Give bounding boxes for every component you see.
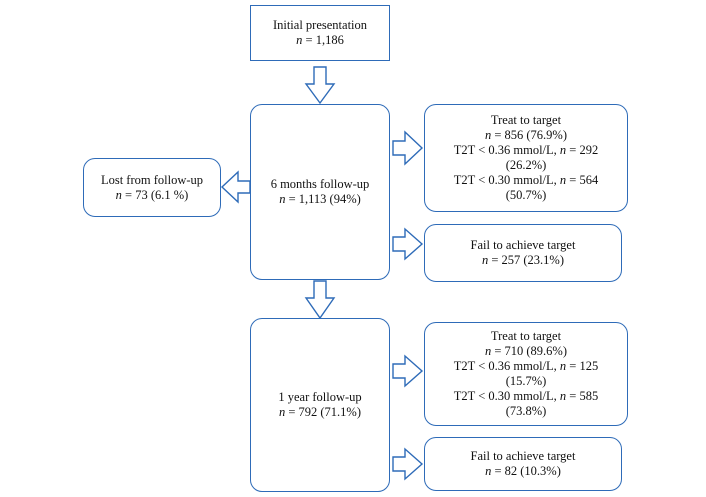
node-lost-from-follow-up: Lost from follow-up n = 73 (6.1 %) [83, 158, 221, 217]
arrow-6m-to-fail [392, 227, 424, 261]
n-value: = 856 (76.9%) [491, 128, 568, 142]
arrow-initial-to-6m [304, 66, 336, 105]
arrow-6m-to-t2t [392, 130, 424, 166]
t2t-030-count: = 585 [566, 389, 599, 403]
n-symbol: n [278, 405, 286, 419]
n-value: = 82 (10.3%) [491, 464, 561, 478]
n-value: = 73 (6.1 %) [121, 187, 189, 202]
n-symbol: n [279, 192, 286, 206]
t2t-030-percent: (50.7%) [505, 188, 547, 202]
node-title: Lost from follow-up [100, 172, 204, 187]
node-title: Fail to achieve target [470, 449, 576, 463]
t2t-036-count: = 125 [566, 359, 599, 373]
t2t-036-count: = 292 [566, 143, 599, 157]
arrow-6m-to-1y [304, 280, 336, 320]
arrow-1y-to-t2t [392, 354, 424, 388]
n-value: = 1,113 (94%) [285, 192, 361, 206]
n-value: = 257 (23.1%) [488, 253, 565, 267]
n-symbol: n [559, 389, 567, 403]
t2t-036-percent: (26.2%) [505, 158, 547, 172]
node-treat-to-target-6m: Treat to target n = 856 (76.9%) T2T < 0.… [424, 104, 628, 212]
node-fail-to-achieve-target-1y: Fail to achieve target n = 82 (10.3%) [424, 437, 622, 491]
n-symbol: n [484, 128, 492, 142]
n-symbol: n [115, 187, 122, 202]
n-symbol: n [484, 344, 492, 358]
n-value: = 792 (71.1%) [285, 405, 362, 419]
node-title: Treat to target [490, 113, 562, 127]
t2t-030-count: = 564 [566, 173, 599, 187]
t2t-030-label: T2T < 0.30 mmol/L, [453, 173, 560, 187]
node-6-months-follow-up: 6 months follow-up n = 1,113 (94%) [250, 104, 390, 280]
node-1-year-follow-up: 1 year follow-up n = 792 (71.1%) [250, 318, 390, 492]
t2t-036-label: T2T < 0.36 mmol/L, [453, 143, 560, 157]
n-symbol: n [485, 464, 492, 478]
n-value: = 1,186 [302, 33, 344, 47]
t2t-036-percent: (15.7%) [505, 374, 547, 388]
t2t-036-label: T2T < 0.36 mmol/L, [453, 359, 560, 373]
node-fail-to-achieve-target-6m: Fail to achieve target n = 257 (23.1%) [424, 224, 622, 282]
node-title: Treat to target [490, 329, 562, 343]
node-title: 1 year follow-up [278, 390, 362, 404]
n-symbol: n [559, 173, 567, 187]
n-value: = 710 (89.6%) [491, 344, 568, 358]
node-title: Fail to achieve target [470, 238, 576, 252]
arrow-6m-to-lost [220, 170, 251, 204]
node-treat-to-target-1y: Treat to target n = 710 (89.6%) T2T < 0.… [424, 322, 628, 426]
node-title: 6 months follow-up [270, 177, 370, 191]
n-symbol: n [296, 33, 303, 47]
node-title: Initial presentation [272, 18, 368, 32]
node-initial-presentation: Initial presentation n = 1,186 [250, 5, 390, 61]
arrow-1y-to-fail [392, 447, 424, 481]
t2t-030-label: T2T < 0.30 mmol/L, [453, 389, 560, 403]
n-symbol: n [559, 359, 567, 373]
n-symbol: n [559, 143, 567, 157]
n-symbol: n [481, 253, 489, 267]
t2t-030-percent: (73.8%) [505, 404, 547, 418]
